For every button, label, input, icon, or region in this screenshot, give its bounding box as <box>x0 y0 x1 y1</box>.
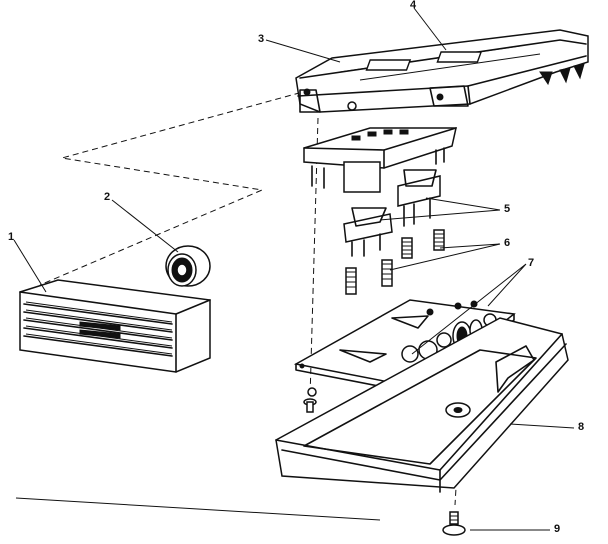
callout-8: 8 <box>578 421 585 433</box>
spring-c <box>345 267 357 295</box>
callout-6: 6 <box>504 237 511 249</box>
callout-5: 5 <box>504 203 511 215</box>
foot-screw-part <box>442 511 466 536</box>
spring-b <box>433 229 445 251</box>
leader-lines <box>13 7 575 531</box>
board-screw <box>303 398 317 413</box>
speaker-grille-part <box>19 279 211 373</box>
spring-a <box>401 237 413 259</box>
upper-circuit-board <box>303 127 457 193</box>
spring-d <box>381 259 393 287</box>
callout-4: 4 <box>410 0 417 11</box>
top-cover-part <box>295 29 589 113</box>
callout-3: 3 <box>258 33 265 45</box>
bottom-tray-part <box>275 317 569 493</box>
base-rule <box>15 497 381 521</box>
callout-1: 1 <box>8 231 15 243</box>
speaker-part <box>165 245 211 287</box>
spring-parts <box>345 229 445 295</box>
callout-7: 7 <box>528 257 535 269</box>
callout-2: 2 <box>104 191 111 203</box>
callout-9: 9 <box>554 523 561 535</box>
